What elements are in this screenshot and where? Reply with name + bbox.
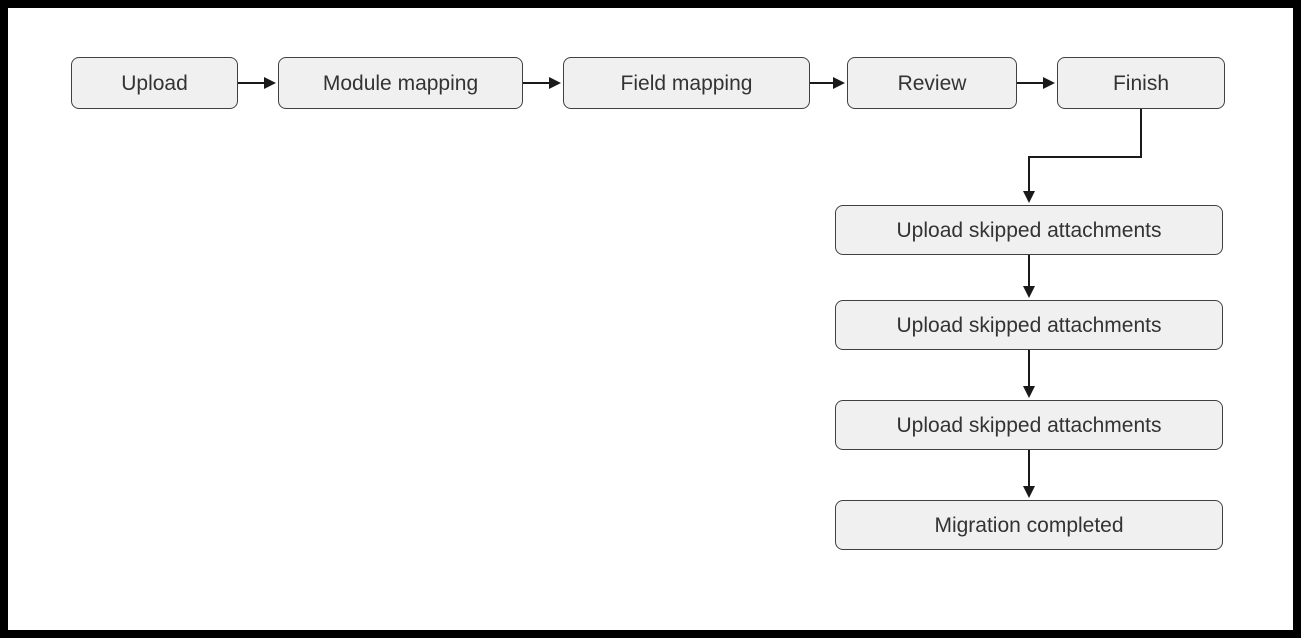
node-label: Module mapping: [322, 71, 479, 95]
edge-finish-to-upload-skipped-1: [1023, 109, 1142, 203]
node-finish: Finish: [1057, 57, 1225, 109]
node-review: Review: [847, 57, 1017, 109]
node-migration-completed: Migration completed: [835, 500, 1223, 550]
node-label: Review: [897, 71, 967, 95]
node-field-mapping: Field mapping: [563, 57, 810, 109]
node-label: Finish: [1112, 71, 1170, 95]
node-upload-skipped-attachments-1: Upload skipped attachments: [835, 205, 1223, 255]
node-upload: Upload: [71, 57, 238, 109]
node-label: Upload skipped attachments: [896, 413, 1162, 437]
node-module-mapping: Module mapping: [278, 57, 523, 109]
node-upload-skipped-attachments-2: Upload skipped attachments: [835, 300, 1223, 350]
node-label: Upload skipped attachments: [896, 313, 1162, 337]
node-label: Upload: [121, 71, 188, 95]
node-label: Migration completed: [934, 513, 1124, 537]
node-upload-skipped-attachments-3: Upload skipped attachments: [835, 400, 1223, 450]
node-label: Upload skipped attachments: [896, 218, 1162, 242]
node-label: Field mapping: [620, 71, 753, 95]
